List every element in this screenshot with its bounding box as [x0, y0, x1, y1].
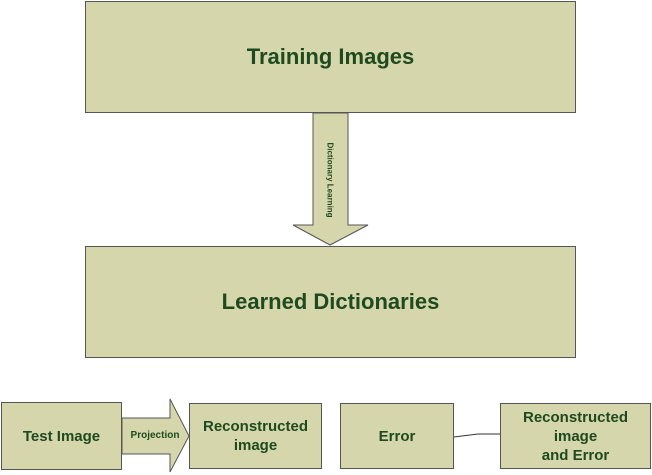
reconstructed-image-label: Reconstructed image: [202, 418, 309, 454]
error-label: Error: [378, 427, 416, 445]
reconstructed-image-box: Reconstructed image: [189, 403, 322, 469]
learned-dictionaries-box: Learned Dictionaries: [85, 246, 576, 358]
test-image-label: Test Image: [22, 427, 101, 445]
learned-dictionaries-label: Learned Dictionaries: [221, 289, 440, 314]
reconstructed-image-and-error-box: Reconstructed image and Error: [500, 403, 651, 469]
reconstructed-image-and-error-label: Reconstructed image and Error: [522, 408, 629, 464]
training-images-box: Training Images: [85, 1, 576, 113]
projection-label: Projection: [130, 430, 180, 441]
error-box: Error: [340, 403, 454, 469]
training-images-label: Training Images: [246, 44, 415, 69]
test-image-box: Test Image: [1, 402, 122, 470]
